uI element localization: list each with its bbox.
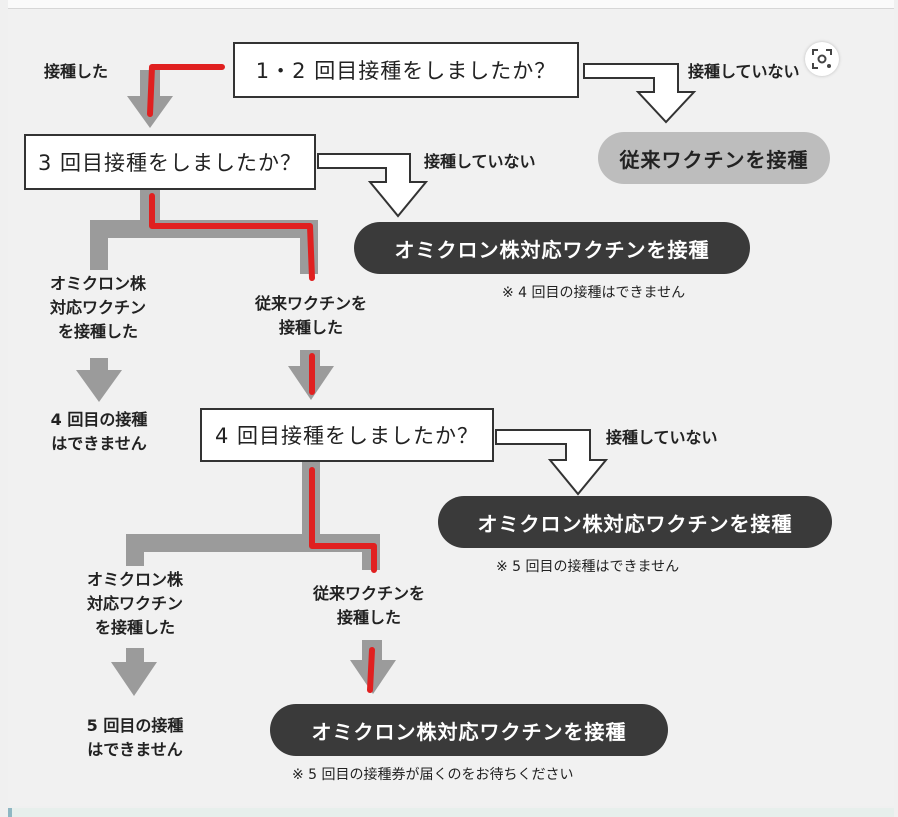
omicron-taken-label-b: オミクロン株 対応ワクチン を接種した [72,568,198,640]
outline-arrow [583,63,697,124]
not-vaccinated-label-2: 接種していない [424,152,536,171]
not-vaccinated-label-3: 接種していない [606,428,718,447]
no-fifth-dose-label: 5 回目の接種 はできません [72,714,198,762]
text-line: 従来ワクチンを [254,294,367,313]
highlight-segment [149,193,315,281]
conventional-taken-label-a: 従来ワクチンを 接種した [232,292,390,340]
note-no-fourth-dose: ※ 4 回目の接種はできません [502,285,686,301]
omicron-vaccine-result-3: オミクロン株対応ワクチンを接種 [270,704,668,756]
text-line: を接種した [94,618,175,637]
not-vaccinated-label-1: 接種していない [688,62,800,81]
down-arrow [76,370,122,402]
conventional-vaccine-result: 従来ワクチンを接種 [598,132,830,184]
highlight-segment [309,467,377,573]
outline-arrow [495,429,609,496]
text-line: 接種した [278,318,343,337]
text-line: 対応ワクチン [49,298,146,317]
text-line: 接種した [336,608,401,627]
gray-connector [126,534,144,566]
no-fourth-dose-label: 4 回目の接種 はできません [36,408,162,456]
question-box-2: 3 回目接種をしましたか？ [24,134,316,190]
note-wait-for-ticket: ※ 5 回目の接種券が届くのをお待ちください [292,767,574,783]
text-line: 対応ワクチン [86,594,183,613]
down-arrow [111,662,157,696]
text-line: 5 回目の接種 [86,716,184,735]
note-no-fifth-dose: ※ 5 回目の接種はできません [496,559,680,575]
highlight-path [147,64,377,693]
conventional-taken-label-b: 従来ワクチンを 接種した [290,582,448,630]
text-line: オミクロン株 [49,274,146,293]
lens-search-icon[interactable] [805,42,839,76]
outline-arrow [317,153,429,218]
omicron-vaccine-result-2: オミクロン株対応ワクチンを接種 [438,496,832,548]
vaccinated-label: 接種した [44,62,109,81]
highlight-segment [367,647,375,693]
text-line: 従来ワクチンを [312,584,425,603]
lens-glyph [812,49,832,69]
highlight-segment [147,64,225,117]
text-line: はできません [51,434,147,453]
top-band [8,0,894,9]
text-line: はできません [87,740,183,759]
omicron-vaccine-result-1: オミクロン株対応ワクチンを接種 [354,222,750,274]
text-line: 4 回目の接種 [50,410,148,429]
question-box-3: 4 回目接種をしましたか？ [200,408,494,462]
question-box-1: 1・2 回目接種をしましたか？ [233,42,579,98]
text-line: を接種した [57,322,138,341]
omicron-taken-label-a: オミクロン株 対応ワクチン を接種した [38,272,158,344]
text-line: オミクロン株 [86,570,183,589]
bottom-bar-accent [8,808,12,817]
bottom-bar [8,808,894,817]
gray-connector [90,220,108,270]
